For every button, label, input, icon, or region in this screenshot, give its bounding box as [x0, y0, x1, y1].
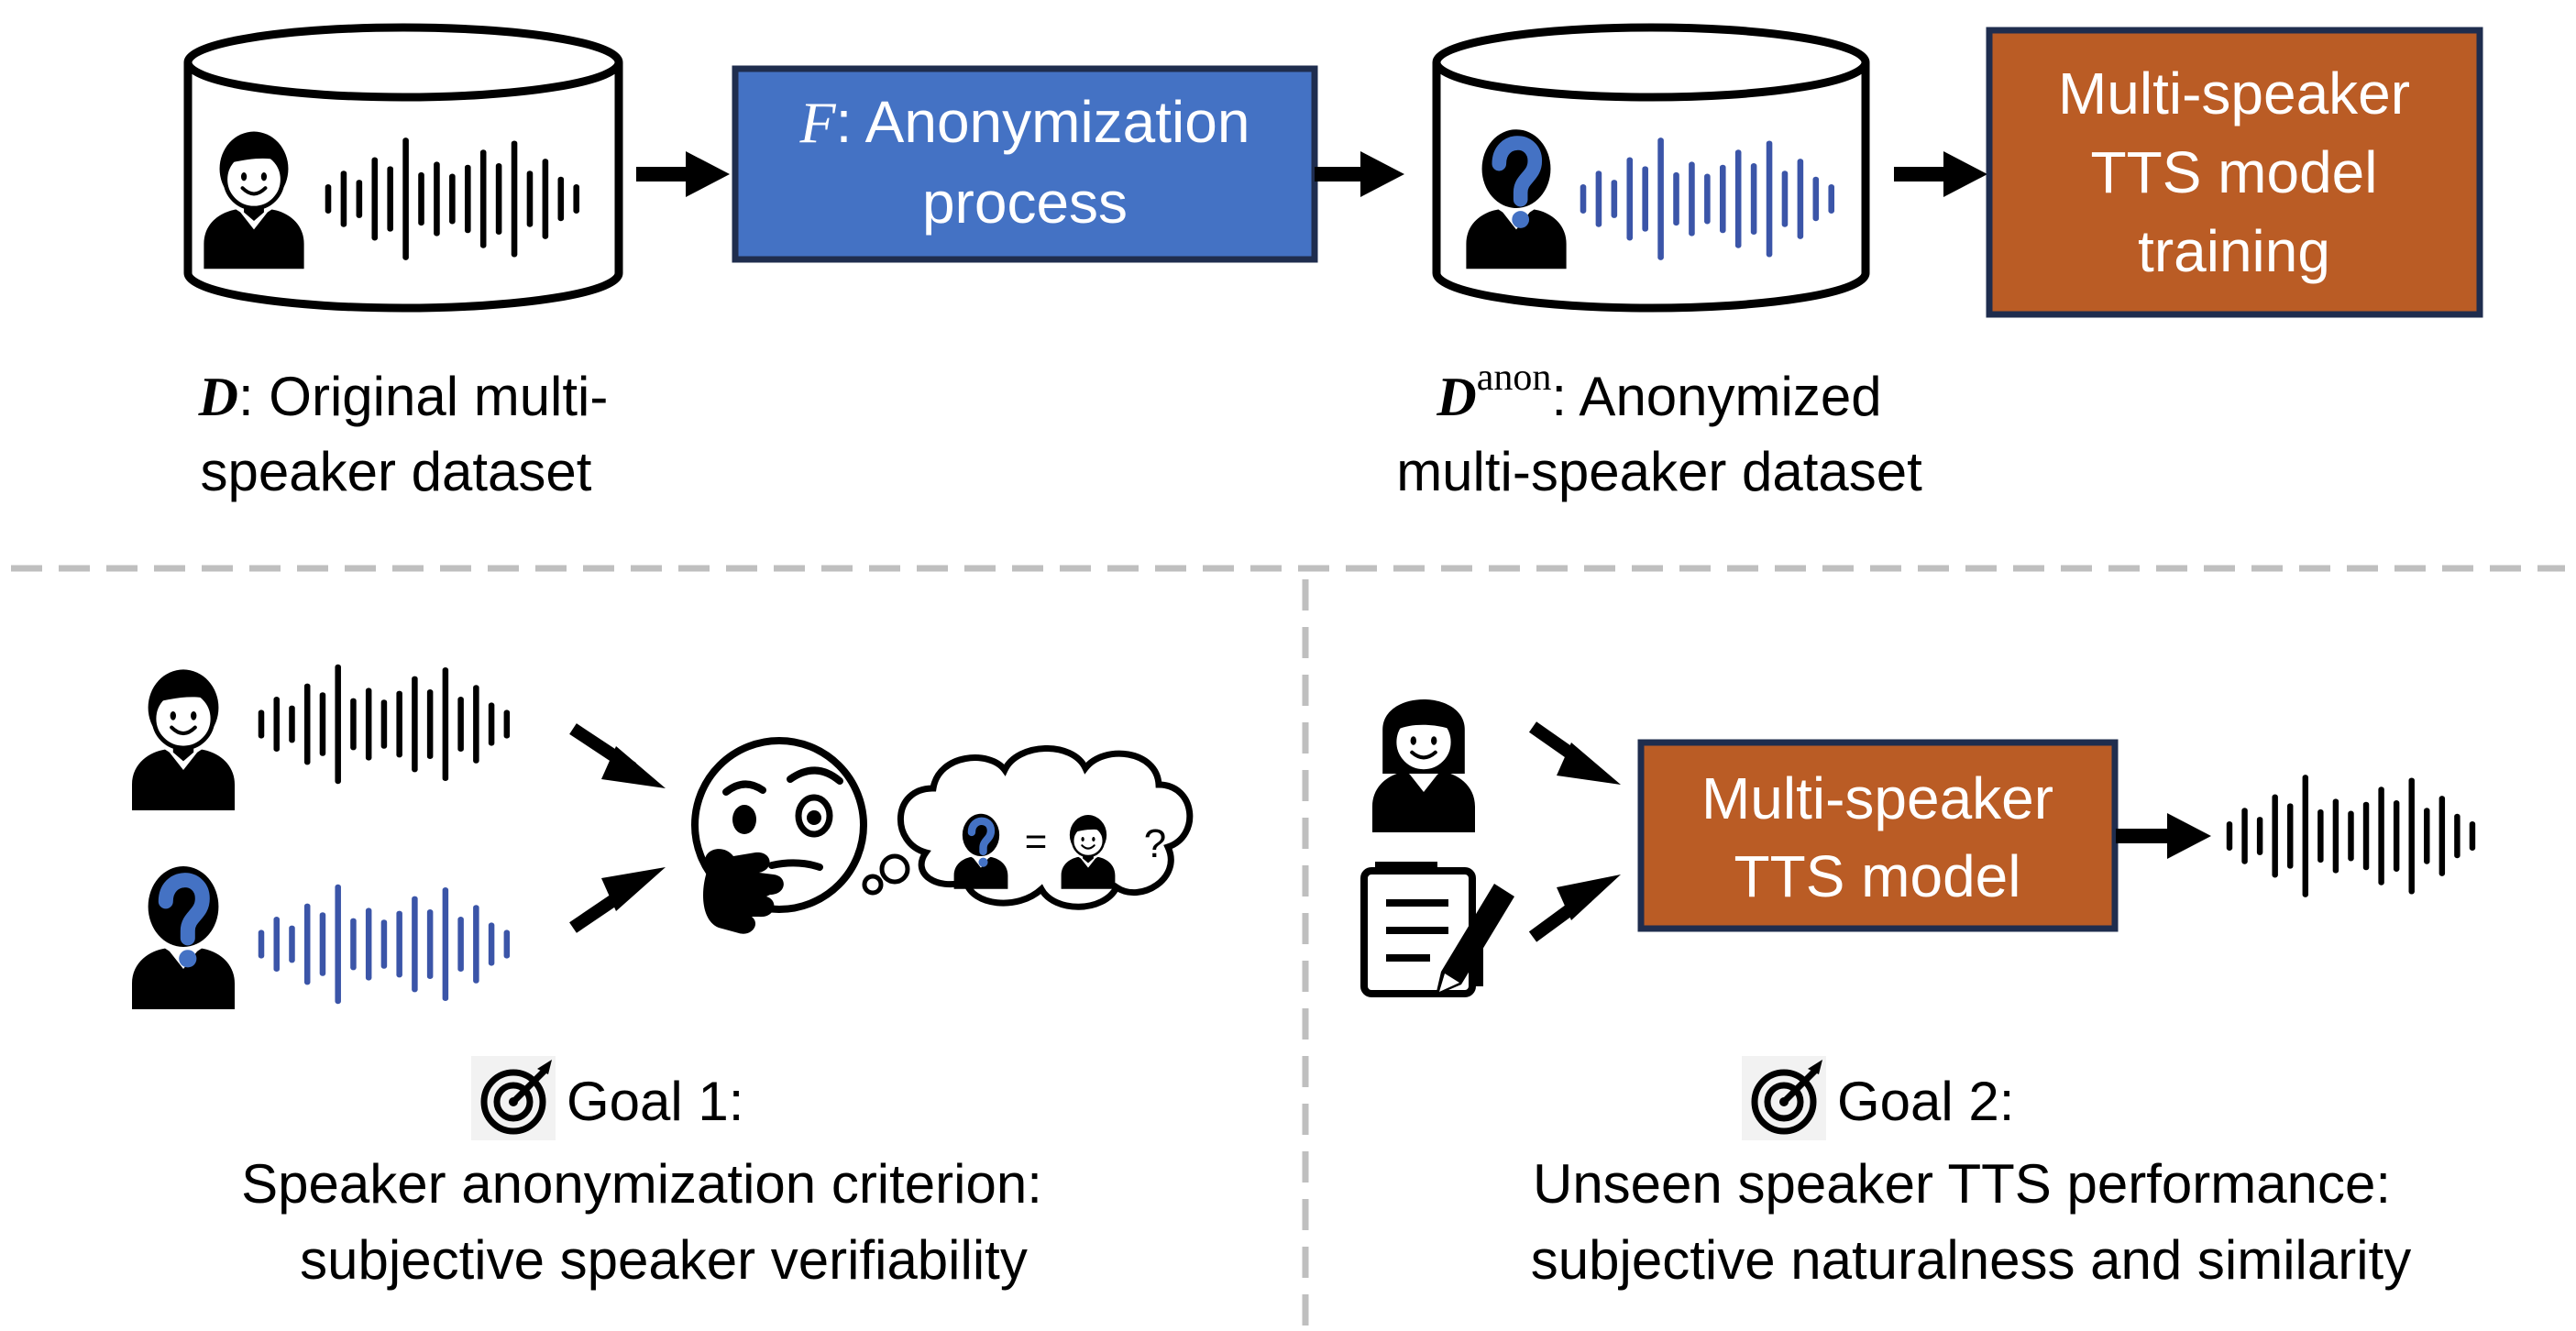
tts-model-line2: TTS model: [1734, 843, 2021, 909]
arrow-icon: [1528, 874, 1621, 942]
anonymization-box-line2: process: [922, 170, 1128, 236]
goal1-line2: Speaker anonymization criterion:: [241, 1153, 1042, 1215]
arrow-icon: [1894, 151, 1987, 197]
arrow-icon: [1315, 151, 1404, 197]
arrow-icon: [569, 723, 666, 788]
anonymized-dataset-label-line2: multi-speaker dataset: [1396, 441, 1922, 502]
tts-training-box: [1986, 27, 2483, 318]
arrow-icon: [569, 867, 666, 933]
waveform-icon: [261, 667, 507, 782]
tts-training-line2: TTS model: [2091, 139, 2378, 205]
tts-training-line3: training: [2138, 218, 2330, 284]
target-icon: [471, 1056, 556, 1140]
synthesized-waveform-icon: [2229, 777, 2472, 895]
goal2-line2: Unseen speaker TTS performance:: [1533, 1153, 2391, 1215]
anonymized-dataset-label-line1: Danon: Anonymized: [1436, 357, 1881, 427]
anonymization-box-line1: F: Anonymization: [799, 89, 1250, 155]
arrow-icon: [636, 151, 730, 197]
target-icon: [1742, 1056, 1826, 1140]
tts-training-line1: Multi-speaker: [2058, 60, 2410, 126]
woman-speaker-icon: [1372, 699, 1475, 832]
tts-model-box: [1637, 739, 2119, 932]
anonymous-speaker-icon: [132, 866, 235, 1009]
original-dataset-label-line1: D: Original multi-: [198, 366, 609, 427]
thought-question-mark: ?: [1144, 821, 1166, 866]
goal1-title: Goal 1:: [567, 1071, 743, 1132]
speaker-person-icon: [132, 669, 235, 810]
goal1-line3: subjective speaker verifiability: [300, 1229, 1028, 1291]
original-dataset-label-line2: speaker dataset: [201, 441, 592, 502]
anonymized-waveform-icon: [261, 887, 507, 1002]
text-document-icon: [1360, 862, 1514, 997]
thinking-face-icon: [691, 737, 867, 934]
thought-equals-sign: =: [1025, 820, 1048, 863]
arrow-icon: [2116, 813, 2211, 859]
goal2-title: Goal 2:: [1837, 1071, 2014, 1132]
tts-model-line1: Multi-speaker: [1701, 765, 2053, 831]
anonymization-process-box: [732, 65, 1318, 263]
goal2-line3: subjective naturalness and similarity: [1531, 1229, 2411, 1291]
arrow-icon: [1528, 721, 1621, 785]
